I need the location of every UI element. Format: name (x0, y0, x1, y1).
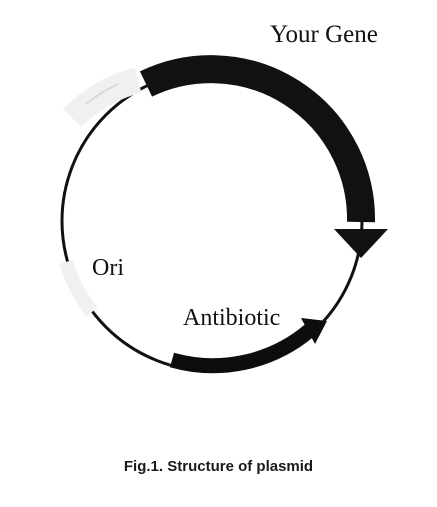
ori-label: Ori (92, 255, 124, 281)
light-segment-top (62, 67, 142, 128)
gene-label: Your Gene (270, 21, 378, 48)
gene-segment (139, 55, 376, 223)
light-segment-top-edge (85, 83, 119, 105)
antibiotic-arrowhead (301, 318, 327, 344)
figure-caption: Fig.1. Structure of plasmid (123, 458, 314, 475)
ori-segment (59, 259, 98, 317)
gene-arrowhead (334, 229, 388, 258)
antibiotic-segment (169, 324, 315, 374)
antibiotic-label: Antibiotic (183, 305, 281, 331)
